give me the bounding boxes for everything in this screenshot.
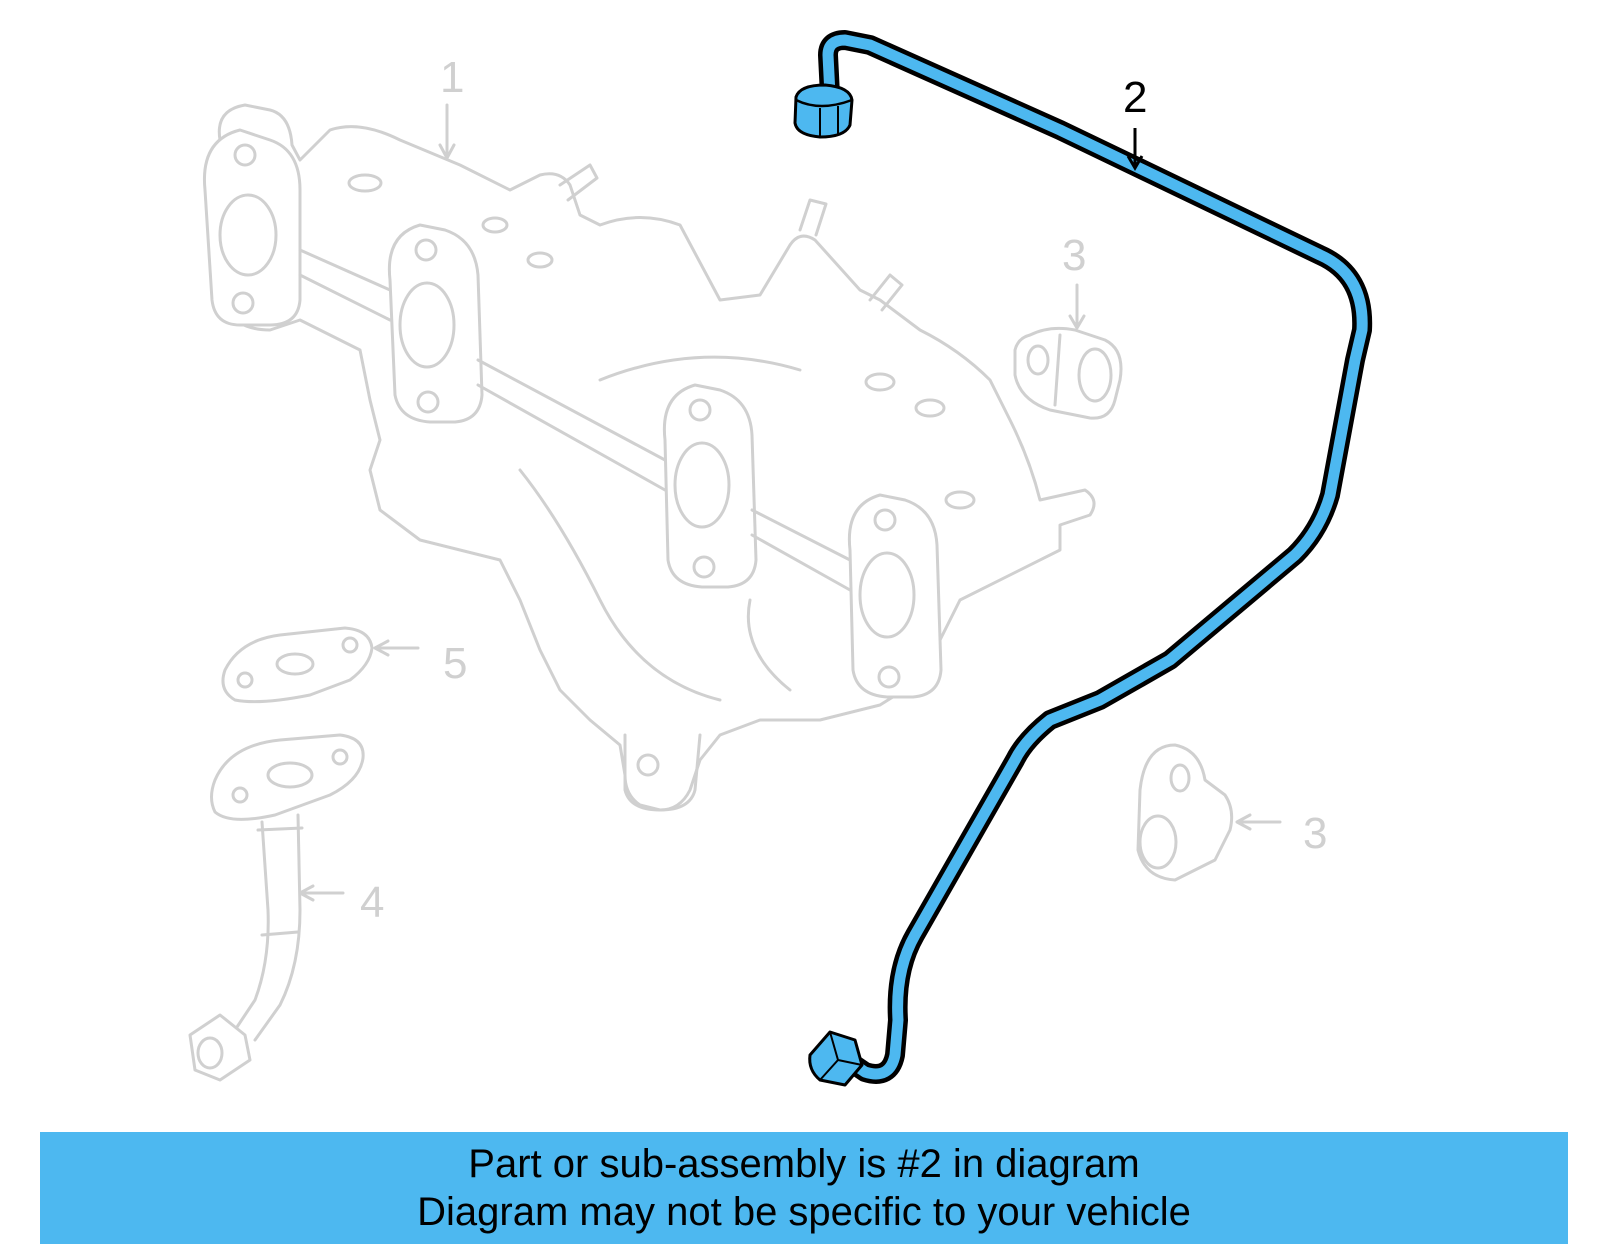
callout-1: 1: [440, 53, 464, 102]
callout-4-arrow: [298, 884, 345, 902]
exhaust-manifold-part-1: [202, 103, 1096, 812]
callout-2-arrow: [1126, 128, 1144, 171]
oil-feed-line-part-2: [793, 30, 1373, 1087]
callout-3-upper-arrow: [1068, 283, 1086, 330]
callout-3-upper: 3: [1062, 231, 1086, 280]
banner-line-2: Diagram may not be specific to your vehi…: [417, 1190, 1191, 1234]
callout-3-lower-arrow: [1235, 813, 1282, 831]
oil-pipe-part-4: [188, 733, 365, 1082]
callout-5-arrow: [373, 639, 420, 657]
bracket-part-3-lower: [1136, 743, 1234, 882]
callout-1-arrow: [438, 103, 456, 160]
bracket-part-3-upper: [1013, 326, 1123, 420]
info-banner: Part or sub-assembly is #2 in diagram Di…: [40, 1132, 1568, 1244]
callout-3-lower: 3: [1303, 809, 1327, 858]
gasket-part-5: [221, 626, 374, 704]
callout-2: 2: [1123, 73, 1147, 122]
banner-line-1: Part or sub-assembly is #2 in diagram: [468, 1142, 1140, 1186]
callout-4: 4: [360, 878, 384, 927]
callout-5: 5: [443, 639, 467, 688]
